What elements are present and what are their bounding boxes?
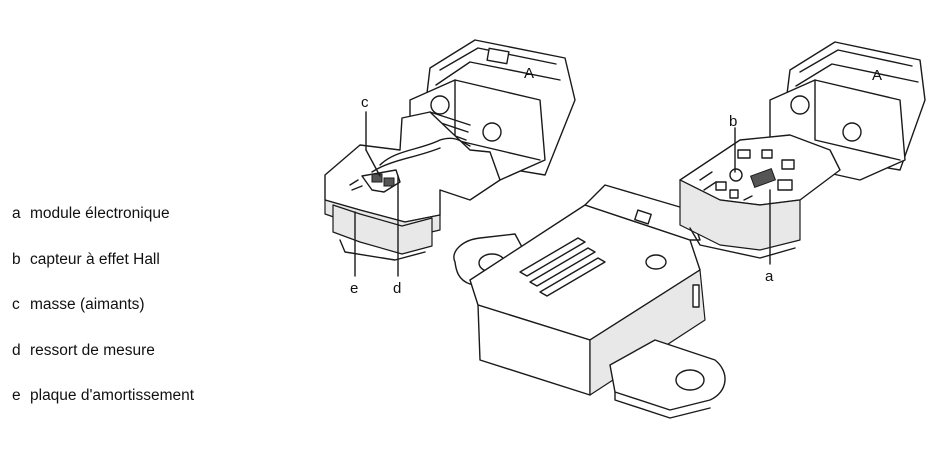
- right-open-sensor: A: [679, 41, 926, 259]
- legend-key: b: [12, 250, 21, 268]
- legend-key: d: [12, 341, 21, 359]
- callout-label-e: e: [350, 280, 358, 297]
- legend-text: masse (aimants): [30, 296, 145, 313]
- legend-text: plaque d'amortissement: [30, 387, 195, 404]
- center-closed-sensor: [453, 184, 726, 419]
- legend-key: c: [12, 296, 20, 313]
- legend-key: e: [12, 387, 21, 404]
- callout-a: a: [765, 189, 774, 285]
- legend-item-b: b capteur à effet Hall: [12, 242, 282, 288]
- callout-label-d: d: [393, 280, 401, 297]
- callout-label-c: c: [361, 94, 369, 111]
- connector-marking-left: A: [524, 65, 534, 82]
- callout-d: d: [393, 175, 401, 297]
- legend-key: a: [12, 205, 21, 222]
- legend-item-c: c masse (aimants): [12, 287, 282, 333]
- callout-label-b: b: [729, 113, 737, 130]
- connector-marking-right: A: [872, 67, 882, 84]
- legend-text: module électronique: [30, 205, 170, 222]
- left-open-sensor: A: [324, 39, 576, 261]
- legend-item-e: e plaque d'amortissement: [12, 378, 282, 424]
- legend-text: capteur à effet Hall: [30, 250, 160, 268]
- legend-item-a: a module électronique: [12, 196, 282, 242]
- callout-label-a: a: [765, 268, 774, 285]
- legend-item-d: d ressort de mesure: [12, 333, 282, 379]
- legend: a module électronique b capteur à effet Ha…: [12, 196, 282, 424]
- callout-e: e: [350, 211, 358, 297]
- callout-c: c: [361, 94, 381, 177]
- callout-b: b: [729, 113, 737, 173]
- legend-text: ressort de mesure: [30, 341, 155, 359]
